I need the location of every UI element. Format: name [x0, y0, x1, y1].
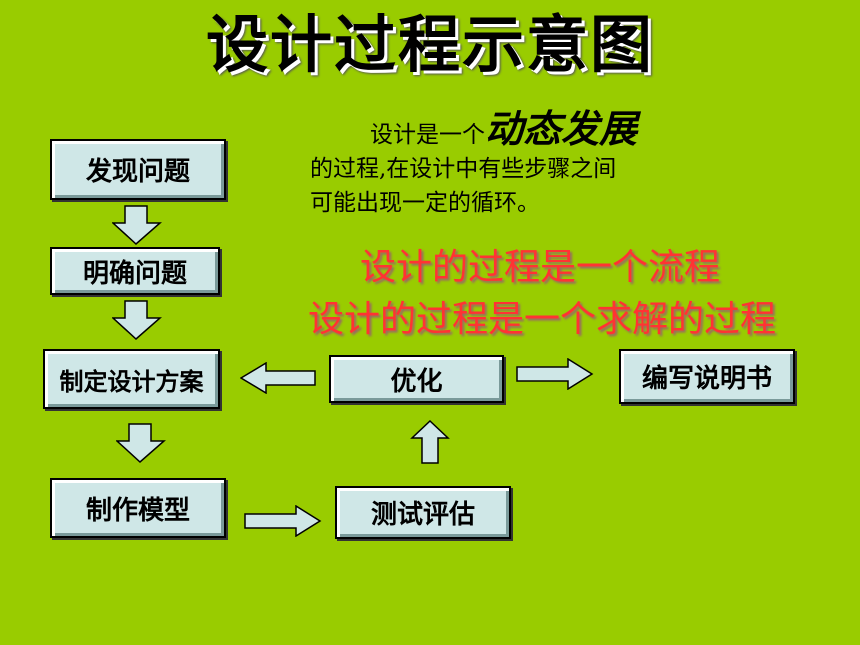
arrow-right-icon [516, 358, 594, 390]
description-emphasis: 动态发展 [485, 107, 638, 151]
description-line-3: 可能出现一定的循环。 [310, 190, 540, 216]
step-clarify-problem: 明确问题 [50, 247, 220, 295]
step-write-manual: 编写说明书 [619, 349, 795, 404]
step-discover-problem: 发现问题 [50, 139, 226, 200]
description-prefix: 设计是一个 [370, 122, 485, 148]
arrow-right-icon [244, 505, 322, 537]
page-title: 设计过程示意图 [205, 8, 654, 81]
arrow-down-icon [112, 300, 162, 340]
arrow-left-icon [240, 362, 316, 394]
step-test-evaluate: 测试评估 [335, 486, 511, 539]
step-optimize: 优化 [329, 355, 504, 403]
arrow-down-icon [112, 205, 162, 245]
step-design-plan: 制定设计方案 [43, 349, 220, 409]
highlight-flow: 设计的过程是一个流程 [360, 247, 721, 288]
step-make-model: 制作模型 [50, 478, 226, 538]
description-line-2: 的过程,在设计中有些步骤之间 [310, 156, 617, 182]
description: 设计是一个动态发展 的过程,在设计中有些步骤之间 可能出现一定的循环。 [310, 110, 730, 220]
highlight-solving: 设计的过程是一个求解的过程 [308, 299, 777, 340]
arrow-down-icon [116, 423, 166, 463]
arrow-up-icon [410, 420, 450, 464]
